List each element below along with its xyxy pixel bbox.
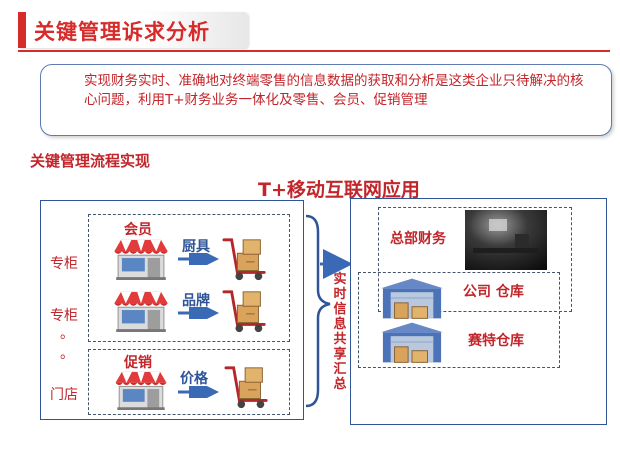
- left-label-dot-1: 。: [60, 326, 74, 342]
- cart-icon: [222, 364, 274, 410]
- left-label-dot-2: 。: [60, 346, 74, 362]
- section-subtitle: 关键管理流程实现: [30, 152, 151, 170]
- flow-arrow: [178, 253, 219, 265]
- title-divider: [18, 50, 610, 52]
- kitchenware-label: 厨具: [182, 239, 210, 255]
- store-group-dashed-box: [88, 214, 290, 342]
- diagram-title: T+移动互联网应用: [258, 179, 420, 201]
- connector-brace: [305, 214, 353, 408]
- cart-icon: [220, 288, 272, 334]
- flow-arrow: [178, 386, 219, 398]
- summary-text: 实现财务实时、准确地对终端零售的信息数据的获取和分析是这类企业只待解决的核心问题…: [84, 73, 584, 108]
- page-title: 关键管理诉求分析: [34, 20, 210, 44]
- title-bar: [18, 12, 248, 48]
- storefront-icon: [112, 370, 170, 410]
- storefront-icon: [112, 238, 170, 280]
- member-label: 会员: [124, 222, 152, 238]
- flow-arrow: [178, 307, 219, 319]
- warehouse-icon: [380, 320, 444, 364]
- title-accent: [18, 12, 26, 48]
- company-warehouse-label: 公司 仓库: [463, 284, 524, 300]
- summary-box: [40, 64, 612, 136]
- brand-label: 品牌: [182, 293, 210, 309]
- office-photo: [465, 210, 547, 270]
- warehouse-icon: [380, 276, 444, 320]
- left-label-store: 门店: [50, 387, 78, 403]
- saite-warehouse-label: 赛特仓库: [468, 333, 524, 349]
- hq-dashed-box: [378, 207, 572, 312]
- warehouse-dashed-box: [358, 272, 560, 368]
- hq-finance-label: 总部财务: [390, 231, 446, 247]
- promo-group-dashed-box: [88, 349, 290, 415]
- left-label-counter-2: 专柜: [50, 308, 78, 324]
- left-label-counter-1: 专柜: [50, 256, 78, 272]
- storefront-icon: [112, 290, 170, 332]
- cart-icon: [220, 236, 272, 282]
- promotion-label: 促销: [124, 355, 152, 371]
- price-label: 价格: [180, 371, 208, 387]
- connector-text: 实时信息共享汇总: [333, 272, 347, 392]
